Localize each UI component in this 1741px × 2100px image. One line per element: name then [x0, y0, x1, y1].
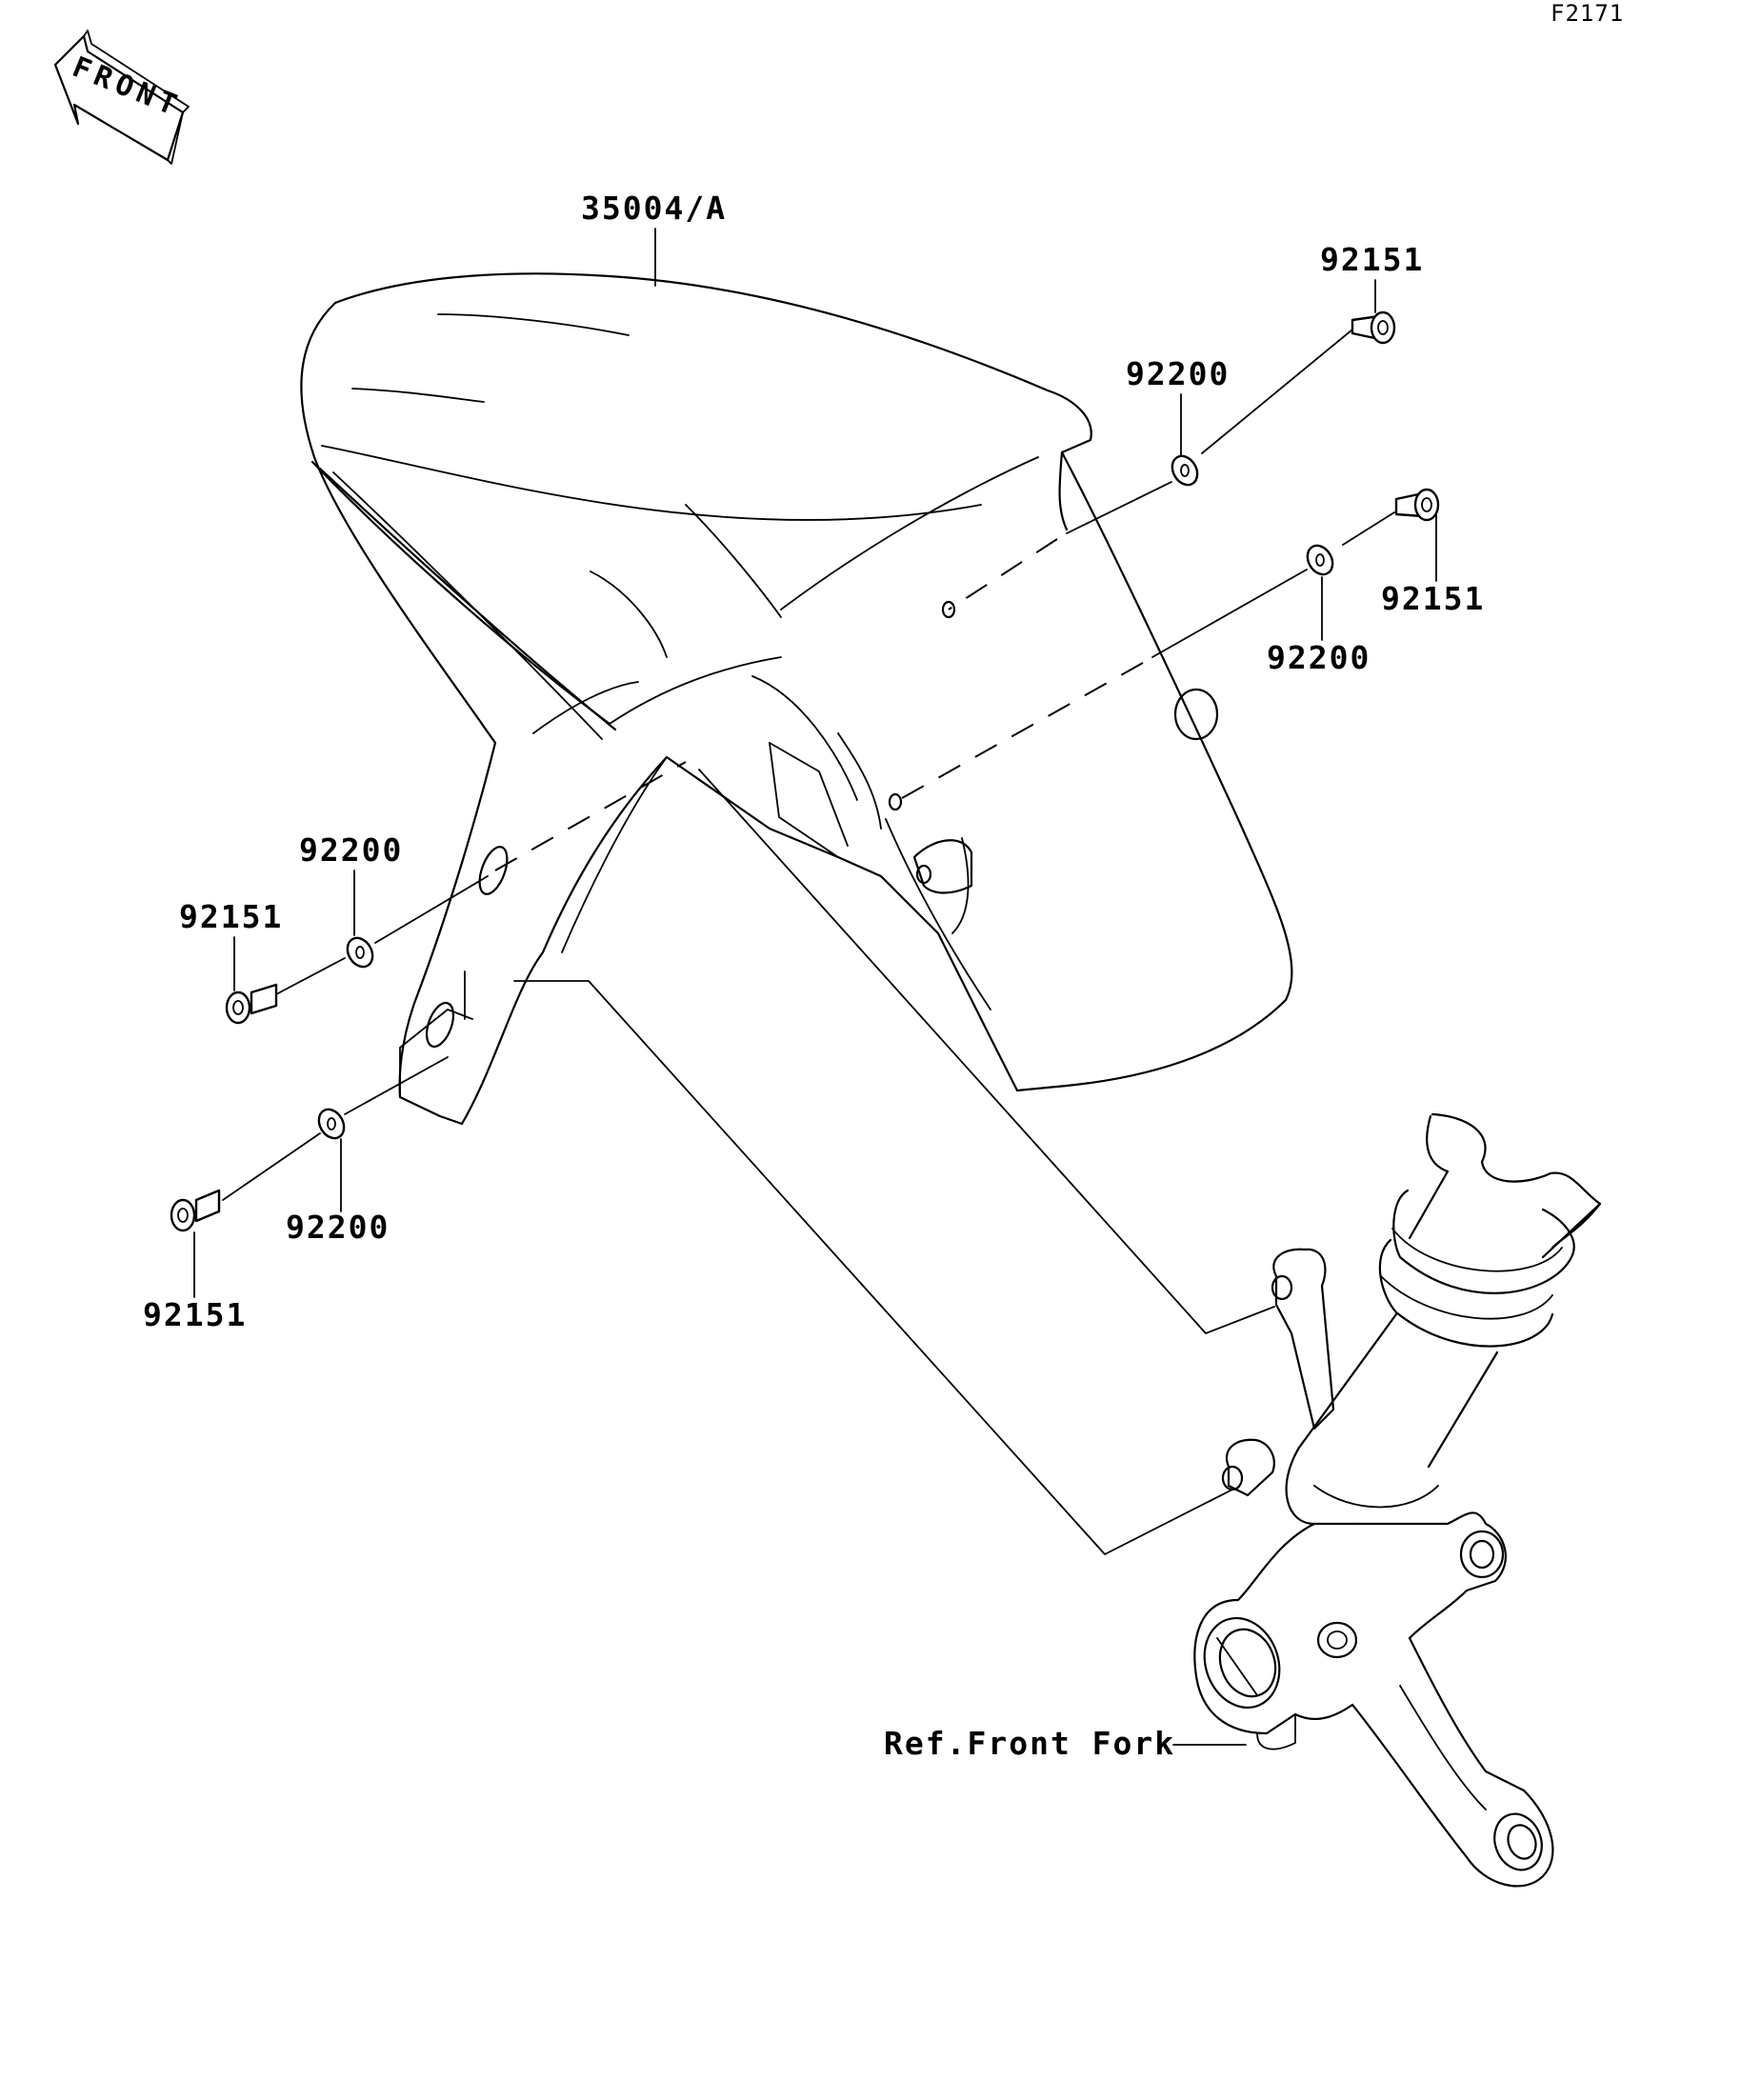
washer-left-upper [346, 936, 374, 969]
washer-upper-right [1171, 454, 1199, 487]
screw-middle-right-part-number: 92151 [1381, 580, 1485, 617]
screw-left-upper [225, 983, 278, 1025]
screw-upper-right [1351, 310, 1396, 345]
front-arrow-icon: FRONT [53, 30, 190, 165]
washer-left-upper-part-number: 92200 [299, 831, 403, 869]
front-arrow-label: FRONT [68, 50, 187, 125]
screw-middle-right [1394, 488, 1440, 522]
screw-upper-right-part-number: 92151 [1320, 241, 1424, 278]
front-fender [300, 272, 1293, 1126]
diagram-code: F2171 [1551, 0, 1624, 27]
fender-part-number: 35004/A [581, 190, 727, 227]
washer-middle-right-part-number: 92200 [1267, 639, 1371, 676]
washer-left-lower-part-number: 92200 [286, 1209, 390, 1246]
washer-upper-right-part-number: 92200 [1126, 355, 1230, 392]
front-fork-reference: Ref.Front Fork [884, 1725, 1175, 1762]
washer-left-lower [317, 1108, 346, 1140]
screw-left-upper-part-number: 92151 [179, 898, 283, 935]
screw-left-lower [170, 1189, 221, 1232]
screw-left-lower-part-number: 92151 [143, 1296, 247, 1333]
front-fork [1193, 1112, 1602, 1888]
washer-middle-right [1306, 544, 1334, 576]
